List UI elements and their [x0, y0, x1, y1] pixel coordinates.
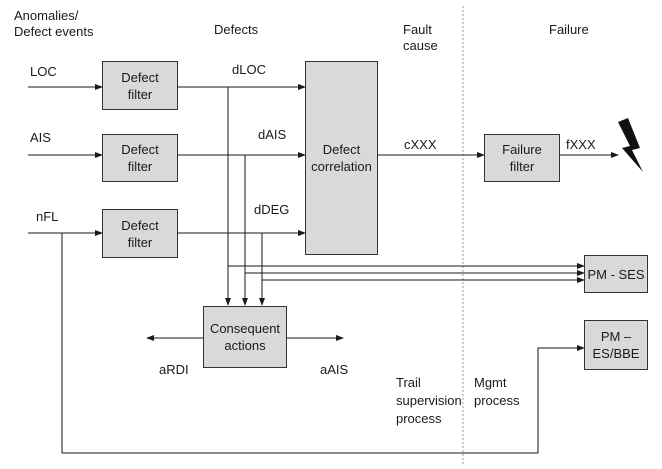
lightning-bolt-icon — [618, 118, 643, 172]
defect-filter-box-2: Defect filter — [102, 134, 178, 182]
heading-defects: Defects — [214, 22, 259, 37]
signal-label-fxxx: fXXX — [566, 137, 596, 152]
trail-supervision-process-label: Trail supervision process — [396, 375, 462, 426]
input-label-ais: AIS — [30, 130, 51, 145]
defect-filter-box-1: Defect filter — [102, 61, 178, 110]
pm-ses-box: PM - SES — [584, 255, 648, 293]
signal-label-cxxx: cXXX — [404, 137, 437, 152]
mgmt-process-label: Mgmt process — [474, 375, 520, 408]
signal-label-ardi: aRDI — [159, 362, 189, 377]
pm-es-bbe-box: PM – ES/BBE — [584, 320, 648, 370]
signal-label-dais: dAIS — [258, 127, 287, 142]
heading-failure: Failure — [549, 22, 589, 37]
nfl-pm-path — [61, 233, 585, 454]
signal-label-ddeg: dDEG — [254, 202, 290, 217]
input-label-loc: LOC — [30, 64, 57, 79]
input-label-nfl: nFL — [36, 209, 59, 224]
heading-fault-cause: Fault cause — [403, 22, 438, 53]
heading-anomalies: Anomalies/ Defect events — [14, 8, 94, 39]
signal-label-dloc: dLOC — [232, 62, 266, 77]
consequent-actions-box: Consequent actions — [203, 306, 287, 368]
defect-correlation-box: Defect correlation — [305, 61, 378, 255]
signal-label-aais: aAIS — [320, 362, 349, 377]
failure-filter-box: Failure filter — [484, 134, 560, 182]
defect-filter-box-3: Defect filter — [102, 209, 178, 258]
